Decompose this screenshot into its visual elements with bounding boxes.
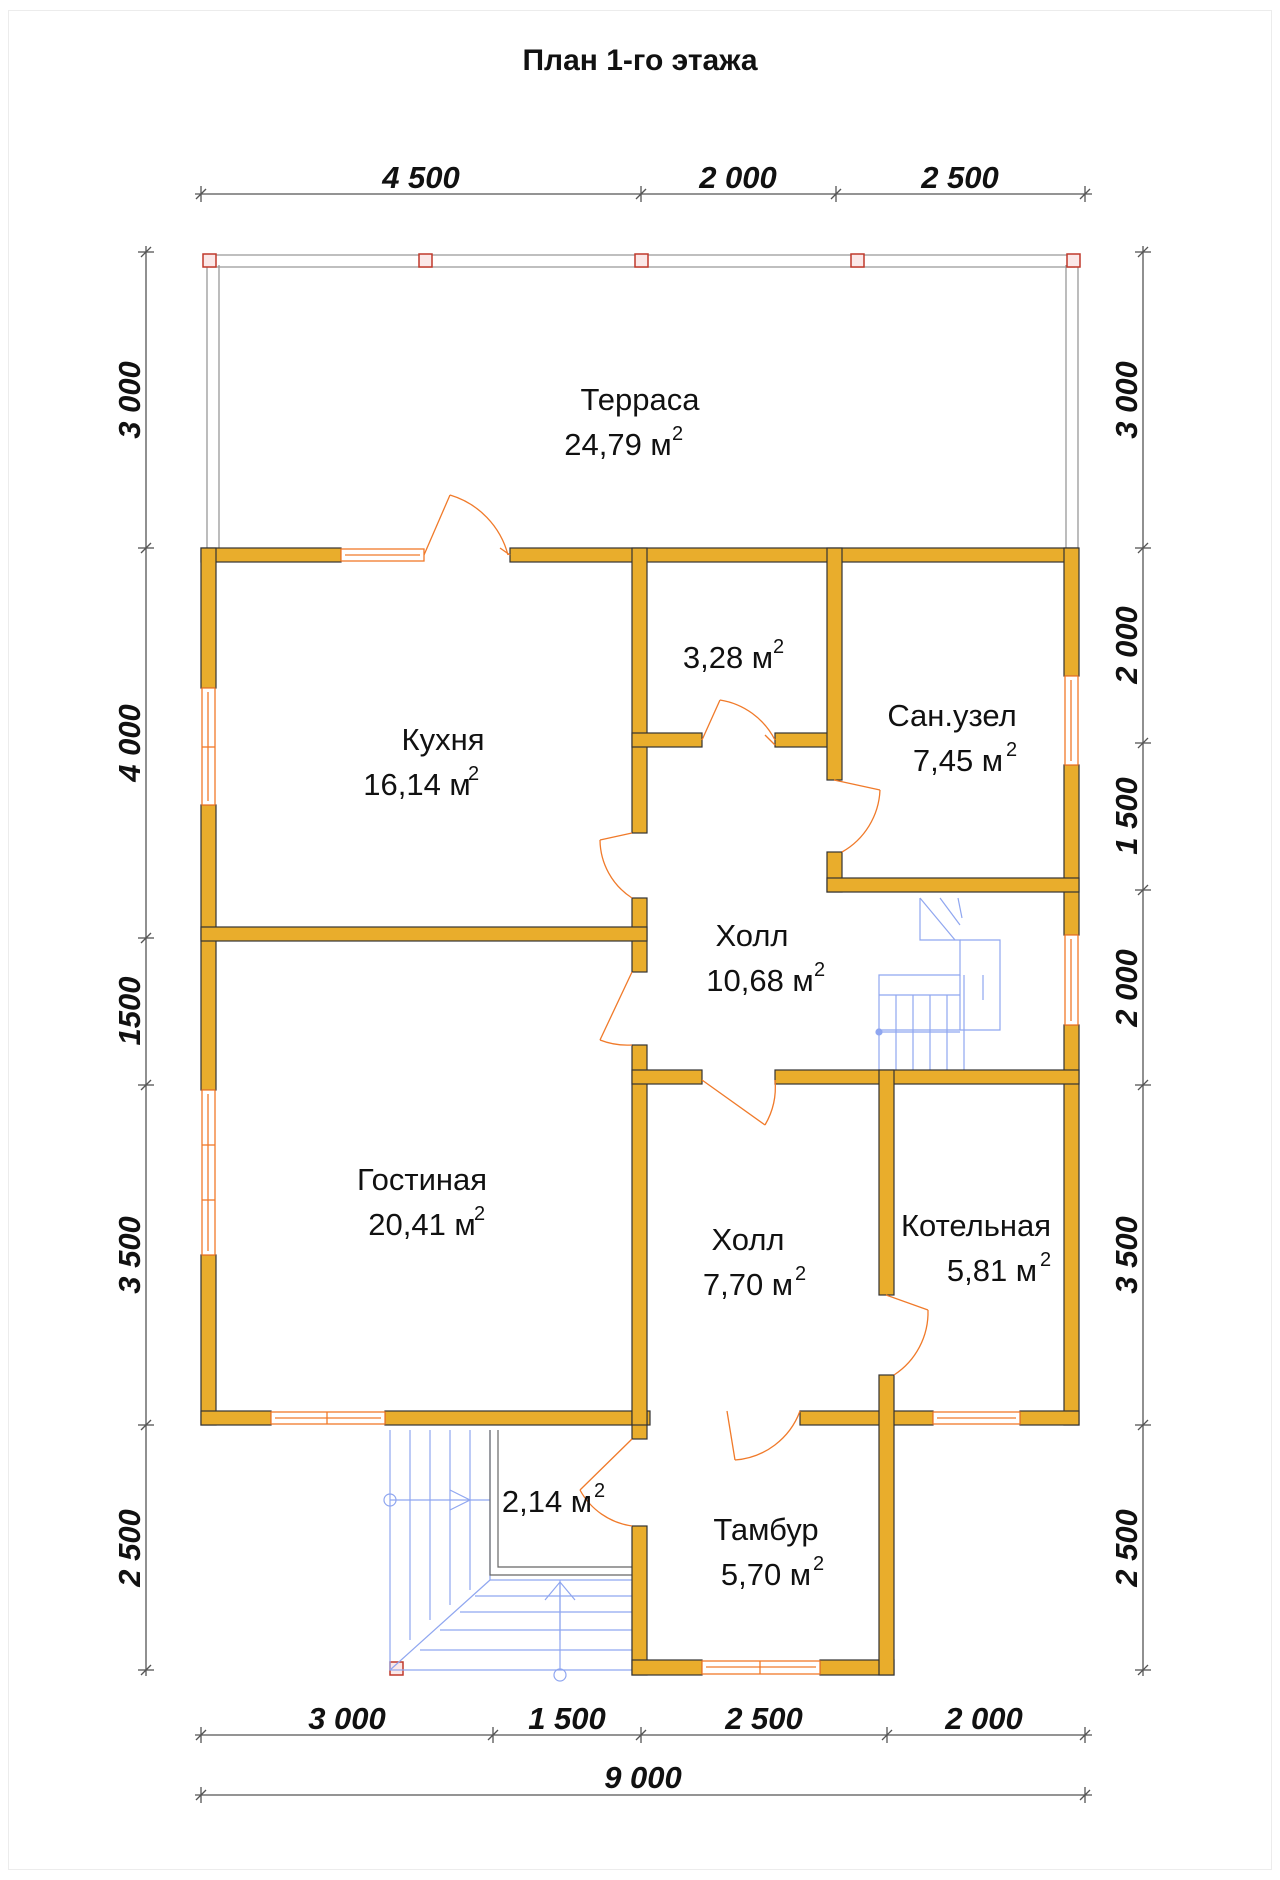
room-bathroom-area: 7,45 м (913, 743, 1003, 778)
dimension-lines (138, 186, 1151, 1803)
interior-stairs (875, 897, 1001, 1075)
dim-right-4: 2 000 (1109, 949, 1144, 1028)
dim-bottom-3: 2 500 (724, 1701, 803, 1736)
room-vestibule-sup: 2 (813, 1553, 824, 1575)
room-boiler-area: 5,81 м (947, 1253, 1037, 1288)
room-porch-area: 2,14 м (502, 1484, 592, 1519)
dim-right-5: 3 500 (1109, 1216, 1144, 1294)
room-hall2-sup: 2 (795, 1263, 806, 1285)
room-labels: Терраса 24,79 м 2 Кухня 16,14 м 2 3,28 м… (357, 382, 1051, 1592)
dim-left-4: 3 500 (112, 1216, 147, 1294)
room-kitchen-area: 16,14 м (363, 767, 471, 802)
room-terrace-area: 24,79 м (564, 427, 672, 462)
room-hall1-sup: 2 (814, 959, 825, 981)
room-vestibule-name: Тамбур (713, 1512, 818, 1547)
dim-bottom-1: 3 000 (308, 1701, 386, 1736)
room-kitchen-sup: 2 (468, 763, 479, 785)
doors (423, 494, 929, 1527)
room-kitchen-name: Кухня (402, 722, 485, 757)
plan-title: План 1-го этажа (522, 44, 757, 77)
room-bathroom-name: Сан.узел (887, 698, 1016, 733)
dim-top-3: 2 500 (920, 160, 999, 195)
room-pantry-sup: 2 (773, 636, 784, 658)
room-terrace-sup: 2 (672, 423, 683, 445)
dim-right-2: 2 000 (1109, 606, 1144, 685)
dim-left-5: 2 500 (112, 1509, 147, 1588)
dim-right-3: 1 500 (1109, 777, 1144, 855)
terrace-columns (202, 253, 1081, 1676)
dim-total: 9 000 (604, 1760, 682, 1795)
room-hall2-area: 7,70 м (703, 1267, 793, 1302)
room-boiler-sup: 2 (1040, 1249, 1051, 1271)
dim-bottom-4: 2 000 (944, 1701, 1023, 1736)
room-porch-sup: 2 (594, 1480, 605, 1502)
dim-bottom-2: 1 500 (528, 1701, 606, 1736)
dim-right-1: 3 000 (1109, 361, 1144, 439)
room-terrace-name: Терраса (581, 382, 701, 417)
dim-right-6: 2 500 (1109, 1509, 1144, 1588)
porch-stairs (383, 1430, 633, 1682)
dim-left-1: 3 000 (112, 361, 147, 439)
room-boiler-name: Котельная (901, 1208, 1051, 1243)
porch-railing (489, 1430, 632, 1576)
window-mullions (202, 746, 761, 1674)
room-bathroom-sup: 2 (1006, 739, 1017, 761)
sheet-frame (8, 10, 1272, 1870)
dim-left-3: 1500 (112, 977, 147, 1046)
room-living-area: 20,41 м (368, 1207, 476, 1242)
dim-left-2: 4 000 (112, 704, 147, 783)
room-hall1-name: Холл (715, 918, 788, 953)
room-pantry-area: 3,28 м (683, 640, 773, 675)
room-living-sup: 2 (474, 1203, 485, 1225)
room-hall2-name: Холл (711, 1222, 784, 1257)
dim-top-2: 2 000 (698, 160, 777, 195)
room-hall1-area: 10,68 м (706, 963, 814, 998)
room-vestibule-area: 5,70 м (721, 1557, 811, 1592)
windows (201, 548, 1079, 1675)
room-living-name: Гостиная (357, 1162, 487, 1197)
dim-top-1: 4 500 (381, 160, 460, 195)
